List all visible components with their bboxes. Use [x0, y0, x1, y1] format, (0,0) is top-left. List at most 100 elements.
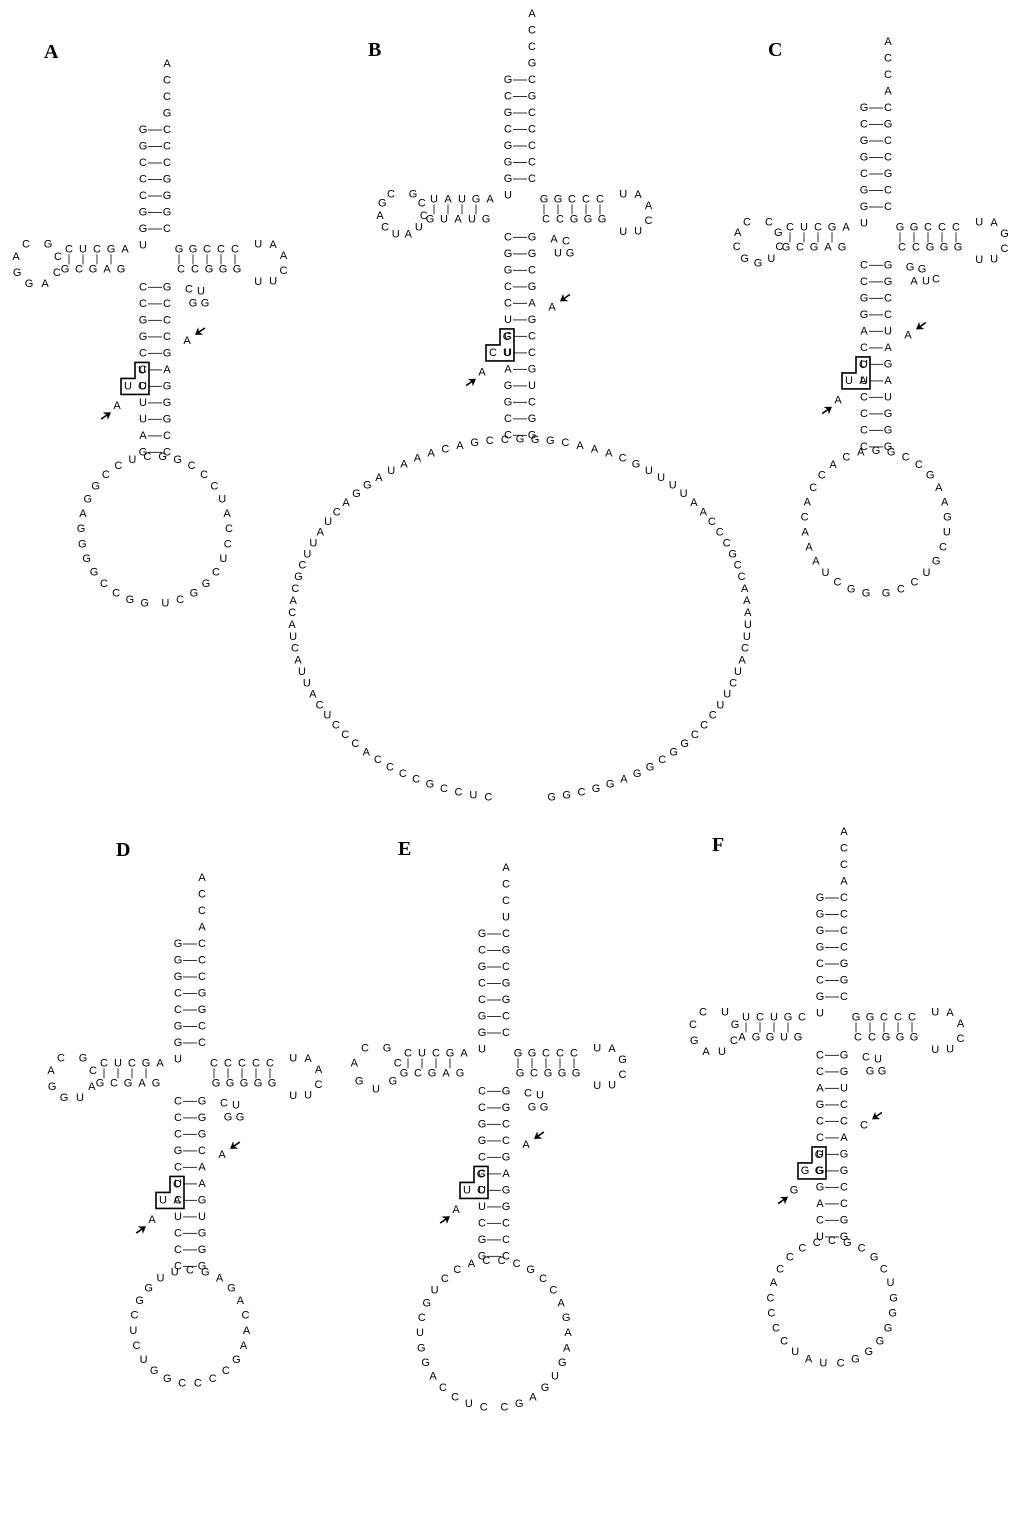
anticodon-loop-nt: A [529, 1391, 537, 1403]
cleavage-arrow-right [230, 1141, 241, 1149]
variable-loop-nt: C [932, 273, 940, 285]
anticodon-loop-nt: G [423, 1297, 432, 1309]
anticodon-loop-nt: C [225, 523, 233, 535]
anticodon-loop-nt: G [144, 1282, 153, 1294]
anticodon-stem-3-nt: G [198, 1194, 207, 1206]
anticodon-loop-nt: A [468, 1258, 476, 1270]
boxed-nt: U [159, 1194, 167, 1206]
arrow-target-nt: A [218, 1149, 226, 1161]
anticodon-stem-3-nt: U [884, 325, 892, 337]
anticodon-loop-nt: G [201, 1267, 210, 1279]
variable-loop-nt: G [866, 1065, 875, 1077]
anticodon-loop-nt: A [79, 508, 87, 520]
anticodon-stem-5-nt: C [139, 347, 147, 359]
t-arm-top-nt: G [554, 193, 563, 205]
anticodon-loop-nt: C [798, 1243, 806, 1255]
anticodon-stem-5-nt: U [174, 1178, 182, 1190]
anticodon-stem-3-nt: C [198, 1145, 206, 1157]
d-loop-nt: G [79, 1052, 88, 1064]
anticodon-stem-5-nt: C [860, 276, 868, 288]
anticodon-loop-nt: G [150, 1365, 159, 1377]
anticodon-loop-nt: A [802, 527, 810, 539]
acceptor-stem-3-nt: G [163, 207, 172, 219]
d-arm-bottom-nt: C [796, 241, 804, 253]
anticodon-stem-3-nt: C [163, 314, 171, 326]
anticodon-stem-5-nt: C [860, 342, 868, 354]
anticodon-loop-nt: C [818, 470, 826, 482]
t-loop-nt: U [634, 226, 642, 238]
d-loop-nt: A [47, 1065, 55, 1077]
variable-loop-nt: C [562, 235, 570, 247]
acceptor-stem-5-nt: G [174, 971, 183, 983]
t-loop-nt: A [269, 239, 277, 251]
anticodon-stem-5-nt: U [478, 1184, 486, 1196]
d-arm-top-nt: C [798, 1011, 806, 1023]
anticodon-loop-nt: G [77, 523, 86, 535]
anticodon-loop-nt: U [669, 480, 677, 492]
d-loop-nt: C [381, 222, 389, 234]
anticodon-stem-5-nt: G [816, 1181, 825, 1193]
anticodon-loop-nt: A [563, 1342, 571, 1354]
t-arm-top-nt: C [542, 1047, 550, 1059]
t-arm-bottom-nt: G [570, 213, 579, 225]
acceptor-stem-3-nt: G [198, 1004, 207, 1016]
anticodon-loop-nt: G [562, 1312, 571, 1324]
anticodon-stem-5-nt: G [860, 309, 869, 321]
acceptor-stem-5-nt: G [816, 991, 825, 1003]
acceptor-stem-3-nt: C [884, 102, 892, 114]
anticodon-loop-nt: A [591, 443, 599, 455]
anticodon-stem-5-nt: G [816, 1099, 825, 1111]
t-arm-top-nt: C [924, 221, 932, 233]
d-arm-top-nt: C [93, 243, 101, 255]
anticodon-loop-nt: C [561, 437, 569, 449]
anticodon-loop-nt: C [133, 1340, 141, 1352]
anticodon-stem-5-nt: C [478, 1168, 486, 1180]
anticodon-loop-nt: A [309, 689, 317, 701]
acceptor-stem-3-nt: C [198, 938, 206, 950]
d-arm-top-nt: G [107, 243, 116, 255]
t-arm-top-nt: G [540, 193, 549, 205]
variable-loop-nt: C [185, 283, 193, 295]
anticodon-loop-nt: G [562, 790, 571, 802]
anticodon-loop-nt: U [743, 631, 751, 643]
acceptor-stem-5-nt: G [174, 955, 183, 967]
anticodon-loop-nt: C [222, 1365, 230, 1377]
boxed-nt: U [503, 347, 511, 359]
t-arm-top-nt: C [266, 1057, 274, 1069]
anticodon-loop-nt: G [363, 480, 372, 492]
anticodon-loop-nt: A [690, 497, 698, 509]
anticodon-loop-nt: A [620, 774, 628, 786]
anticodon-loop-nt: C [451, 1391, 459, 1403]
anticodon-stem-5-nt: C [174, 1161, 182, 1173]
anticodon-loop-nt: A [605, 448, 613, 460]
anticodon-loop-nt: U [298, 666, 306, 678]
anticodon-loop-nt: G [843, 1237, 852, 1249]
anticodon-loop-nt: C [200, 469, 208, 481]
t-arm-bottom-nt: G [212, 1077, 221, 1089]
variable-loop-nt: C [220, 1097, 228, 1109]
anticodon-stem-3-nt: U [840, 1082, 848, 1094]
anticodon-loop-nt: A [770, 1277, 778, 1289]
anticodon-loop-nt: U [822, 567, 830, 579]
acceptor-tail-nt: C [502, 895, 510, 907]
anticodon-stem-5-nt: U [478, 1201, 486, 1213]
anticodon-loop-nt: C [453, 1264, 461, 1276]
variable-loop-nt: U [197, 285, 205, 297]
anticodon-stem-5-nt: C [478, 1085, 486, 1097]
t-loop-nt: U [254, 276, 262, 288]
anticodon-stem-3-nt: C [502, 1118, 510, 1130]
anticodon-loop-nt: C [114, 460, 122, 472]
acceptor-stem-5-nt: C [139, 174, 147, 186]
acceptor-stem-3-nt: G [198, 988, 207, 1000]
d-arm-bottom-nt: G [794, 1031, 803, 1043]
d-loop-nt: U [415, 222, 423, 234]
anticodon-stem-3-nt: C [528, 330, 536, 342]
panel-label: D [116, 839, 130, 861]
variable-loop-nt: G [540, 1101, 549, 1113]
acceptor-stem-5-nt: G [816, 909, 825, 921]
anticodon-stem-3-nt: C [840, 1115, 848, 1127]
anticodon-stem-5-nt: A [816, 1198, 824, 1210]
anticodon-stem-3-nt: U [198, 1211, 206, 1223]
anticodon-loop-nt: G [847, 584, 856, 596]
